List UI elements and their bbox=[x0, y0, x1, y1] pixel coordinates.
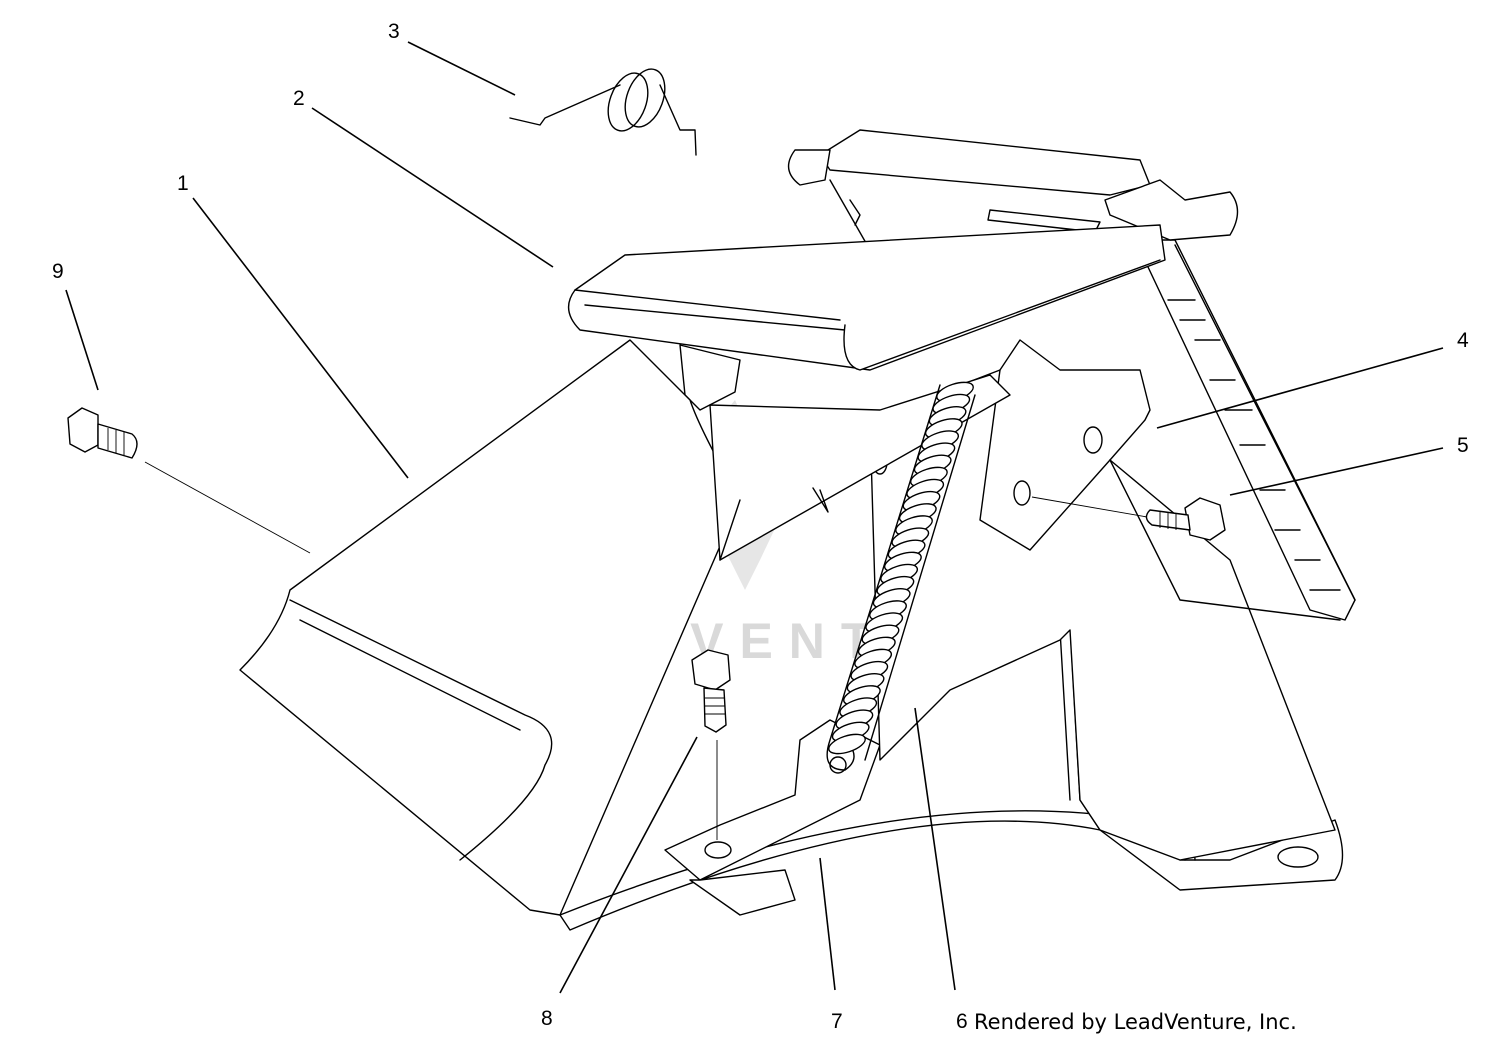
callout-5: 5 bbox=[1457, 434, 1469, 457]
callout-6: 6 bbox=[956, 1010, 968, 1033]
callout-9: 9 bbox=[52, 260, 64, 283]
part-2-pedal bbox=[567, 129, 1239, 411]
leader-5 bbox=[1229, 447, 1444, 496]
dash-9 bbox=[144, 461, 311, 554]
part-3-spring-clip bbox=[509, 68, 697, 156]
leader-7 bbox=[819, 857, 836, 991]
return-spring bbox=[826, 381, 976, 771]
part-6-support-plate bbox=[869, 339, 1341, 861]
leader-8 bbox=[559, 736, 698, 994]
leader-1 bbox=[192, 197, 409, 479]
callout-4: 4 bbox=[1457, 329, 1469, 352]
callout-8: 8 bbox=[541, 1007, 553, 1030]
leader-2 bbox=[311, 107, 554, 268]
dash-5 bbox=[1031, 496, 1148, 518]
leader-6 bbox=[914, 707, 956, 991]
part-8-bolt bbox=[691, 649, 731, 733]
callout-2: 2 bbox=[293, 87, 305, 110]
leader-9 bbox=[65, 289, 99, 391]
leader-3 bbox=[407, 41, 516, 96]
part-9-bolt bbox=[67, 407, 138, 459]
render-credit: Rendered by LeadVenture, Inc. bbox=[974, 1010, 1297, 1034]
part-5-bolt bbox=[1145, 497, 1226, 541]
leader-lines bbox=[65, 41, 1444, 994]
callout-7: 7 bbox=[831, 1010, 843, 1033]
callout-1: 1 bbox=[177, 172, 189, 195]
leader-4 bbox=[1156, 347, 1444, 429]
callout-3: 3 bbox=[388, 20, 400, 43]
spring-coil bbox=[828, 733, 866, 755]
